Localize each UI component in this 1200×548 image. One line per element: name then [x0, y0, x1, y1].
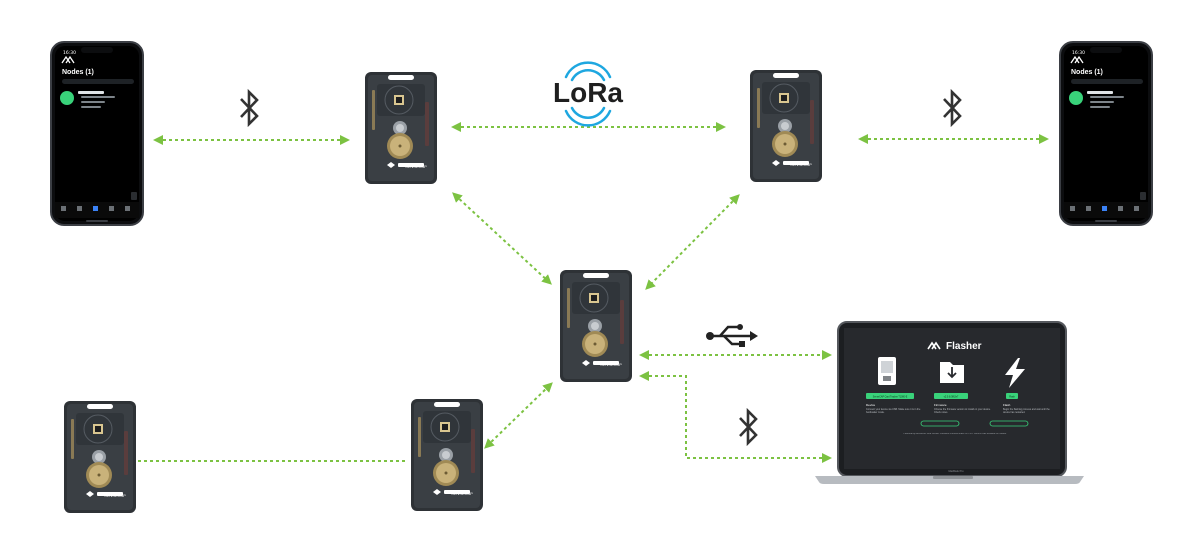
tracker-e-brand: SENSECAP [451, 491, 473, 496]
step-title-flash: Flash [1003, 403, 1011, 407]
connection-lines [138, 122, 1049, 463]
tracker-b: SENSECAP [749, 69, 823, 183]
step-text-firmware-box: Choose the firmware version to install o… [934, 408, 991, 414]
tracker-center: SENSECAP [559, 269, 633, 383]
tracker-d-brand: SENSECAP [104, 493, 126, 498]
lora-logo: LoRa [553, 61, 623, 127]
tracker-a: SENSECAP [364, 71, 438, 185]
phone-right-title: Nodes (1) [1071, 69, 1103, 76]
meshtastic-logo-icon [927, 341, 941, 350]
tracker-e: SENSECAP [410, 398, 484, 512]
usb-icon [706, 324, 758, 347]
phone-left: 16:30 Nodes (1) [50, 41, 144, 226]
tracker-d: SENSECAP [63, 400, 137, 514]
link-tracker-e-to-tracker-center [484, 382, 553, 449]
step-progress-lines [920, 420, 1029, 427]
step-button-device[interactable] [866, 393, 914, 399]
bluetooth-icon [942, 90, 962, 126]
laptop-brand: MacBook Pro [948, 470, 964, 473]
lora-label: LoRa [553, 77, 623, 108]
step-text-flash: Begin the flashing process and wait unti… [1003, 408, 1050, 414]
step-button-firmware-label: v2.5.6.f3f62e7 [944, 397, 959, 399]
step-title-firmware: Firmware [934, 403, 947, 407]
step-text-flash-box: Begin the flashing process and wait unti… [1003, 408, 1050, 414]
phone-right: 16:30 Nodes (1) [1059, 41, 1153, 226]
step-button-flash[interactable] [1006, 393, 1018, 399]
flasher-footer-box: Powered by Meshtastic Web Flasher. Firmw… [903, 433, 1007, 435]
link-tracker-a-to-tracker-center [452, 192, 552, 285]
flasher-footer: Powered by Meshtastic Web Flasher. Firmw… [903, 433, 1007, 435]
device-icon [878, 357, 896, 385]
step-text-device-box: Connect your device via USB. Make sure i… [866, 408, 921, 414]
lora-signal-icon [564, 61, 612, 127]
bluetooth-icon [239, 90, 259, 126]
step-title-device: Device [866, 403, 876, 407]
lightning-icon [1005, 358, 1025, 388]
bluetooth-icon [738, 409, 758, 445]
download-icon [940, 362, 964, 383]
tracker-center-brand: SENSECAP [600, 362, 622, 367]
phone-right-time: 16:30 [1072, 50, 1085, 56]
link-bluetooth-center-to-laptop [639, 371, 832, 463]
flasher-title: Flasher [946, 341, 982, 352]
tracker-b-brand: SENSECAP [790, 162, 812, 167]
step-button-flash-label: Flash [1009, 397, 1015, 399]
step-text-firmware: Choose the firmware version to install o… [934, 408, 991, 414]
step-text-device: Connect your device via USB. Make sure i… [866, 408, 921, 414]
link-tracker-b-to-tracker-center [645, 194, 740, 290]
phone-left-title: Nodes (1) [62, 69, 94, 76]
flasher-window: Flasher SenseCAP Card Tracker T1000-E v2… [866, 341, 1050, 435]
step-button-firmware[interactable] [934, 393, 968, 399]
laptop: MacBook Pro Flasher SenseCAP Card Tracke… [815, 321, 1084, 484]
step-button-device-label: SenseCAP Card Tracker T1000-E [873, 396, 908, 399]
phone-left-time: 16:30 [63, 50, 76, 56]
tracker-a-brand: SENSECAP [405, 164, 427, 169]
